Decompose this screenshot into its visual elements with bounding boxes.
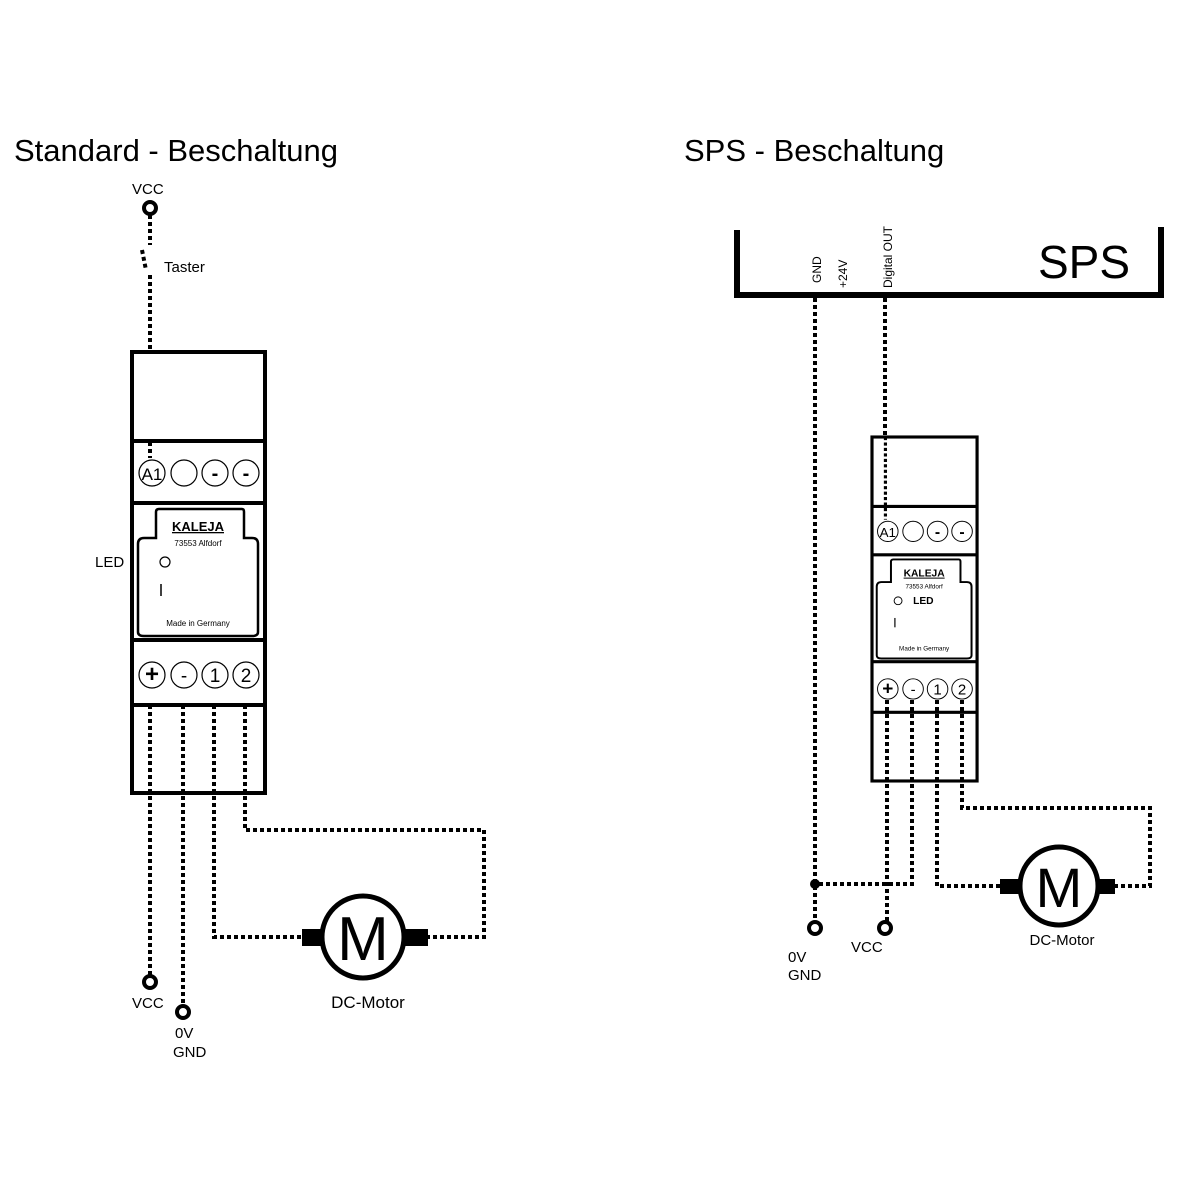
bottom-terminal	[951, 678, 973, 700]
right-title: SPS - Beschaltung	[684, 133, 944, 168]
top-terminal-label: -	[959, 524, 964, 541]
pin-gnd-label: GND	[810, 256, 824, 283]
top-terminal	[138, 459, 166, 487]
vcc-bottom-label: VCC	[132, 995, 164, 1012]
vcc-top-label: VCC	[132, 181, 164, 198]
bottom-terminal	[170, 661, 198, 689]
motor-label-r: DC-Motor	[1029, 932, 1094, 949]
bottom-terminal-label: -	[911, 682, 916, 698]
motor-symbol-r: M	[1036, 856, 1083, 919]
bottom-terminal	[138, 661, 166, 689]
vcc-label-r: VCC	[851, 939, 883, 956]
top-terminal	[232, 459, 260, 487]
motor-label: DC-Motor	[331, 993, 405, 1012]
made-in-label: Made in Germany	[166, 619, 230, 628]
bottom-terminal-label: 2	[958, 682, 966, 698]
vcc-terminal-r	[877, 920, 893, 936]
gnd-label: GND	[173, 1044, 207, 1061]
junction	[810, 879, 820, 889]
wire-2-r	[960, 700, 1152, 888]
ov-label-r: 0V	[788, 949, 806, 966]
gnd-terminal-r	[807, 920, 823, 936]
led-label: LED	[95, 554, 124, 571]
brand-logo: KALEJA	[904, 569, 946, 580]
top-terminal-label: A1	[142, 465, 163, 484]
top-terminal-label: -	[212, 463, 219, 485]
bottom-terminal-label: 2	[241, 666, 252, 687]
bottom-terminal	[877, 678, 899, 700]
sps-label: SPS	[1038, 236, 1130, 288]
wire-minus-r	[815, 700, 914, 886]
motor-left: M	[302, 893, 428, 981]
vcc-top-terminal	[142, 200, 158, 216]
pin-out-label: Digital OUT	[881, 225, 895, 288]
top-terminal-label: -	[243, 463, 250, 485]
pin-24v-label: +24V	[836, 260, 850, 288]
bottom-terminal-label: 1	[210, 666, 221, 687]
ov-label: 0V	[175, 1025, 193, 1042]
switch-label: Taster	[164, 259, 205, 276]
bottom-terminal-label: +	[145, 661, 159, 688]
gnd-terminal	[175, 1004, 191, 1020]
top-terminal-label: -	[935, 524, 940, 541]
wire-2	[243, 705, 486, 939]
module-label-plate	[136, 507, 260, 638]
led-indicator	[159, 556, 171, 568]
bottom-terminal-label: -	[181, 666, 187, 687]
brand-address: 73553 Alfdorf	[906, 583, 943, 590]
motor-right: M	[1000, 844, 1115, 928]
bottom-terminal-label: +	[882, 678, 893, 699]
switch-contact	[140, 249, 148, 271]
sps-box	[734, 227, 1164, 298]
module-label-plate	[875, 558, 973, 660]
led-indicator	[893, 596, 903, 606]
top-terminal	[926, 520, 949, 542]
top-terminal	[170, 459, 198, 487]
gnd-label-r: GND	[788, 967, 822, 984]
bottom-terminal	[902, 678, 924, 700]
top-terminal	[902, 520, 924, 542]
left-title: Standard - Beschaltung	[14, 133, 338, 168]
made-in-label: Made in Germany	[899, 646, 950, 653]
vcc-bottom-terminal	[142, 974, 158, 990]
top-terminal	[951, 520, 973, 542]
top-terminal	[877, 520, 899, 542]
led-label-module: LED	[913, 596, 934, 607]
bottom-terminal-label: 1	[933, 682, 941, 698]
motor-symbol: M	[337, 905, 389, 974]
brand-address: 73553 Alfdorf	[174, 539, 222, 548]
brand-logo: KALEJA	[172, 519, 225, 534]
bottom-terminal	[232, 661, 260, 689]
top-terminal-label: A1	[880, 525, 896, 540]
wire-1-r	[935, 700, 1003, 888]
bottom-terminal	[201, 661, 229, 689]
top-terminal	[201, 459, 229, 487]
wire-1	[212, 705, 305, 939]
bottom-terminal	[926, 678, 949, 700]
